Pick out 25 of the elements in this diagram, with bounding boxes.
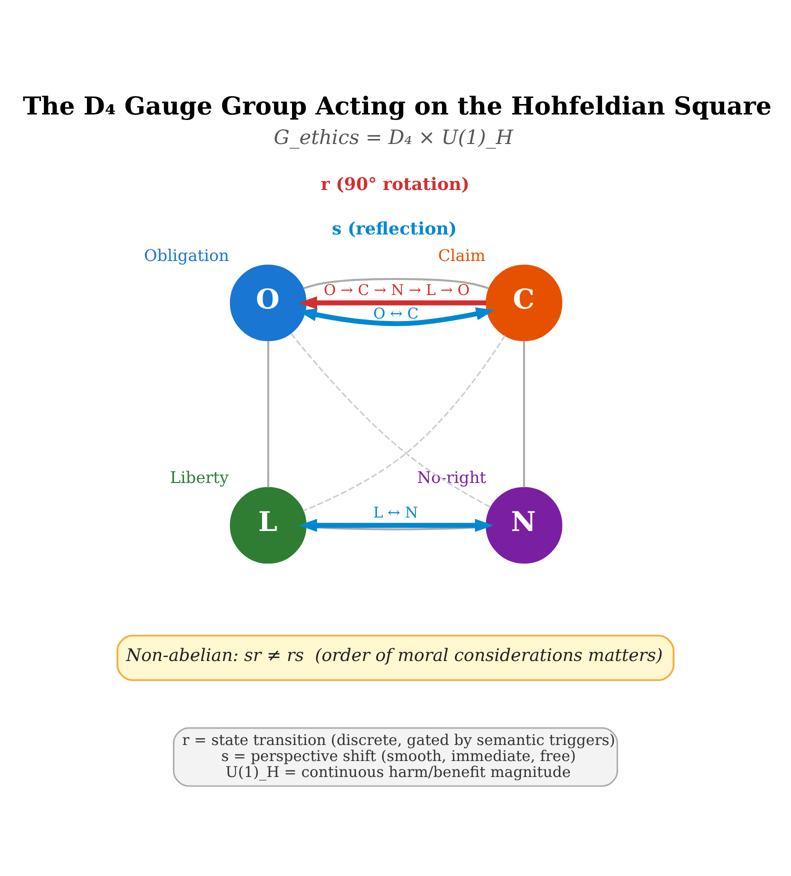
edge-label: O ↔ C (373, 304, 419, 322)
node-box: Non-abelian: sr ≠ rs (order of moral considerations matters) (116, 634, 674, 681)
label: r (90° rotation) (320, 174, 470, 195)
diagram-title: The D₄ Gauge Group Acting on the Hohfeldian Square (22, 90, 772, 120)
node-label: Liberty (170, 468, 229, 487)
connector (267, 340, 270, 487)
arrow (298, 296, 486, 309)
connector (303, 278, 489, 289)
arrow (298, 518, 494, 532)
node-circle: L (230, 486, 307, 564)
node-label: Obligation (144, 245, 230, 264)
node-box: r = state transition (discrete, gated by semantic triggers) s = perspective shift (smooth, immediate, free) U(1)_H = continuous harm/benefit magnitude (172, 726, 618, 786)
edge-label: L ↔ N (373, 504, 418, 521)
connector (523, 340, 526, 487)
connector (303, 334, 506, 512)
label: G_ethics = D₄ × U(1)_H (274, 125, 514, 148)
arrow (298, 306, 495, 326)
node-circle: C (486, 264, 562, 341)
edge-label: O → C → N → L → O (324, 281, 470, 298)
label: s (reflection) (332, 219, 457, 240)
node-label: Claim (438, 245, 486, 264)
node-label: No-right (417, 468, 486, 487)
node-circle: N (486, 486, 562, 564)
node-circle: O (230, 264, 307, 341)
connector (290, 332, 492, 508)
